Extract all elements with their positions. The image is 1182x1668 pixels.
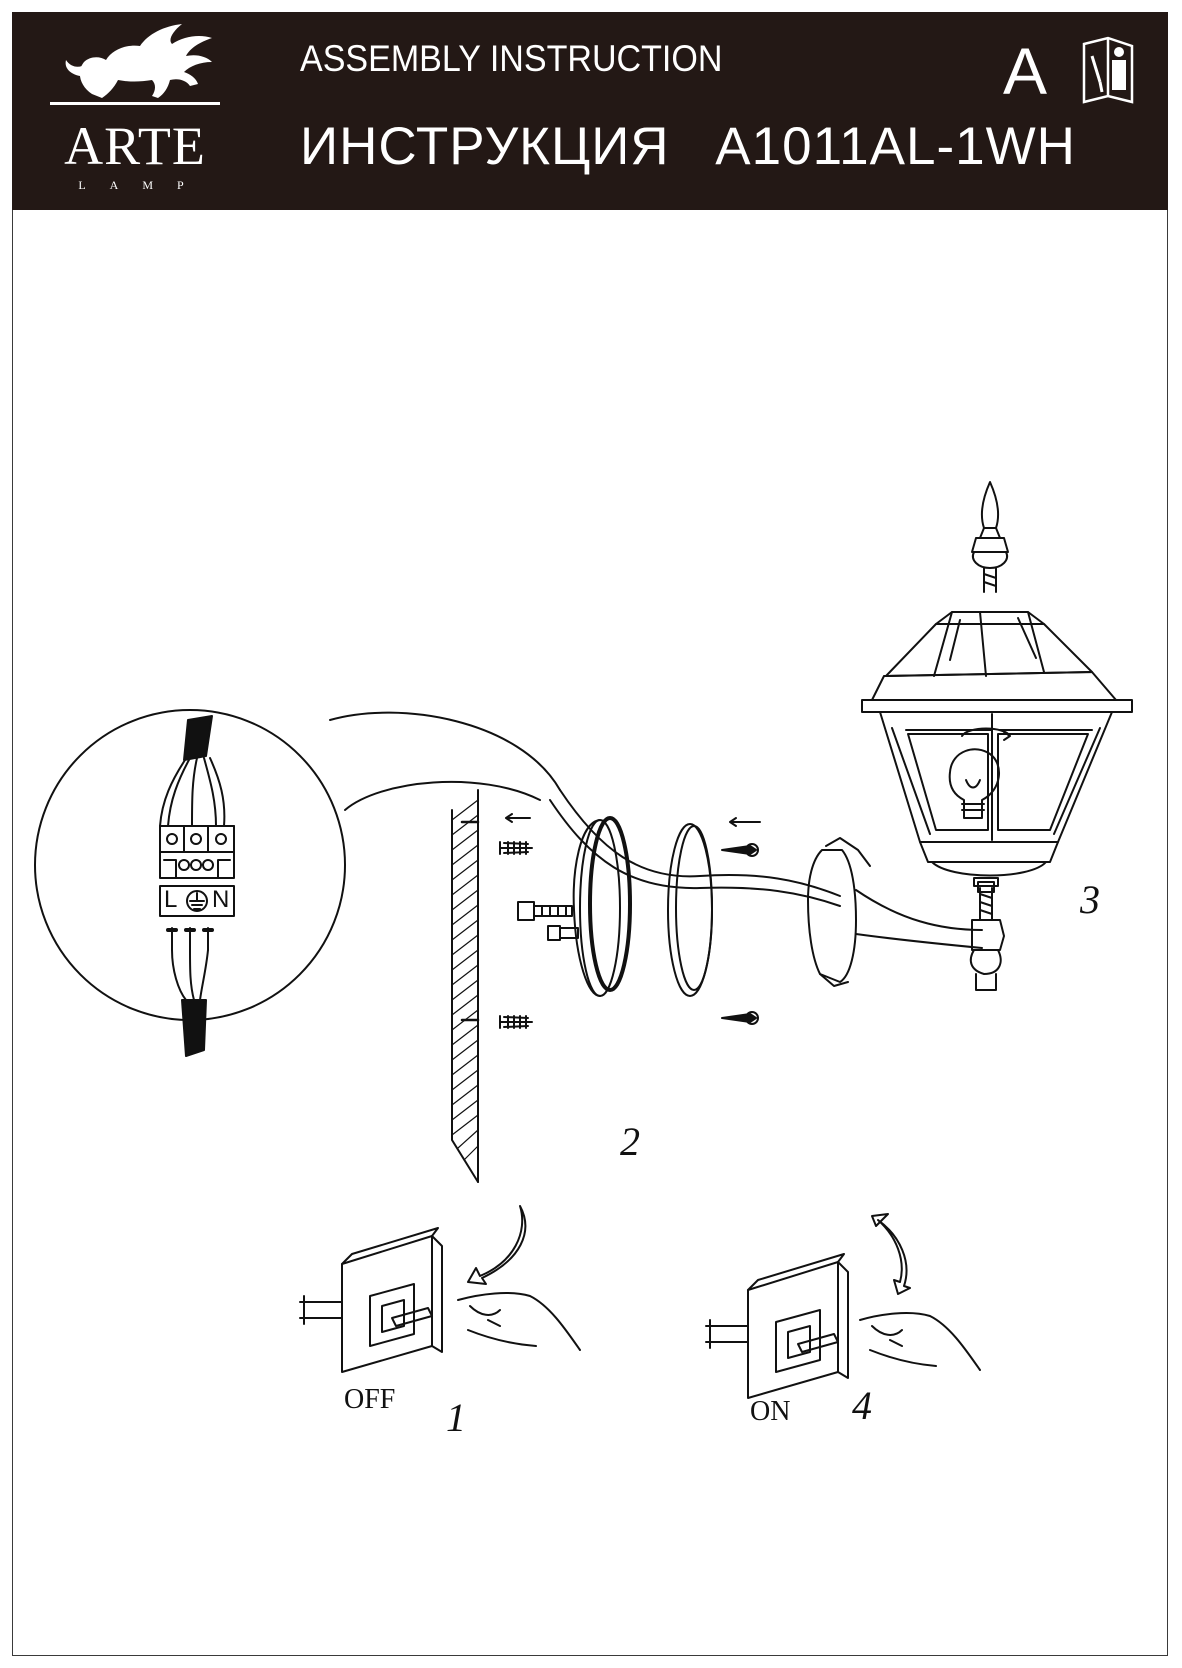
manual-info-icon <box>1082 36 1134 104</box>
curved-arrow-icon <box>467 1205 527 1285</box>
lantern-head <box>861 481 1133 887</box>
lightbulb-icon <box>948 748 1001 819</box>
switch-on-label: ON <box>750 1396 791 1427</box>
rotate-arrow-icon <box>961 727 1011 741</box>
switch-off-label: OFF <box>344 1384 396 1415</box>
step-number-2: 2 <box>620 1119 640 1164</box>
title-english: ASSEMBLY INSTRUCTION <box>300 38 723 79</box>
model-number: A1011AL-1WH <box>715 117 1076 176</box>
switch-on-diagram <box>705 1213 981 1399</box>
fixing-screws <box>721 817 761 1025</box>
curved-arrow-icon <box>871 1213 911 1295</box>
step-number-1: 1 <box>446 1395 466 1440</box>
wall-plate <box>572 816 632 997</box>
logo-brand-text: ARTE <box>64 116 206 176</box>
title-russian-and-model: ИНСТРУКЦИЯ A1011AL-1WH <box>300 120 1076 173</box>
brand-logo: ARTE LAMP <box>40 16 230 196</box>
gasket-ring <box>667 823 713 997</box>
lamp-arm-bracket <box>807 837 1005 991</box>
title-russian: ИНСТРУКЦИЯ <box>300 117 670 176</box>
wall-anchors <box>499 813 533 1029</box>
step-number-4: 4 <box>852 1383 872 1428</box>
switch-off-diagram <box>299 1205 581 1373</box>
terminal-label-n: N <box>212 886 230 913</box>
screwdriver-icon <box>1090 55 1104 93</box>
wiring-detail-circle <box>34 709 561 1057</box>
wall-section <box>451 789 480 1183</box>
header-bar <box>12 12 1168 210</box>
step-number-3: 3 <box>1080 877 1100 922</box>
terminal-block <box>159 825 235 917</box>
terminal-label-l: L <box>164 886 178 913</box>
griffin-logo-icon <box>50 24 220 105</box>
section-letter: A <box>1003 34 1048 108</box>
mounting-bolts <box>517 901 579 941</box>
logo-sub-text: LAMP <box>78 178 208 192</box>
